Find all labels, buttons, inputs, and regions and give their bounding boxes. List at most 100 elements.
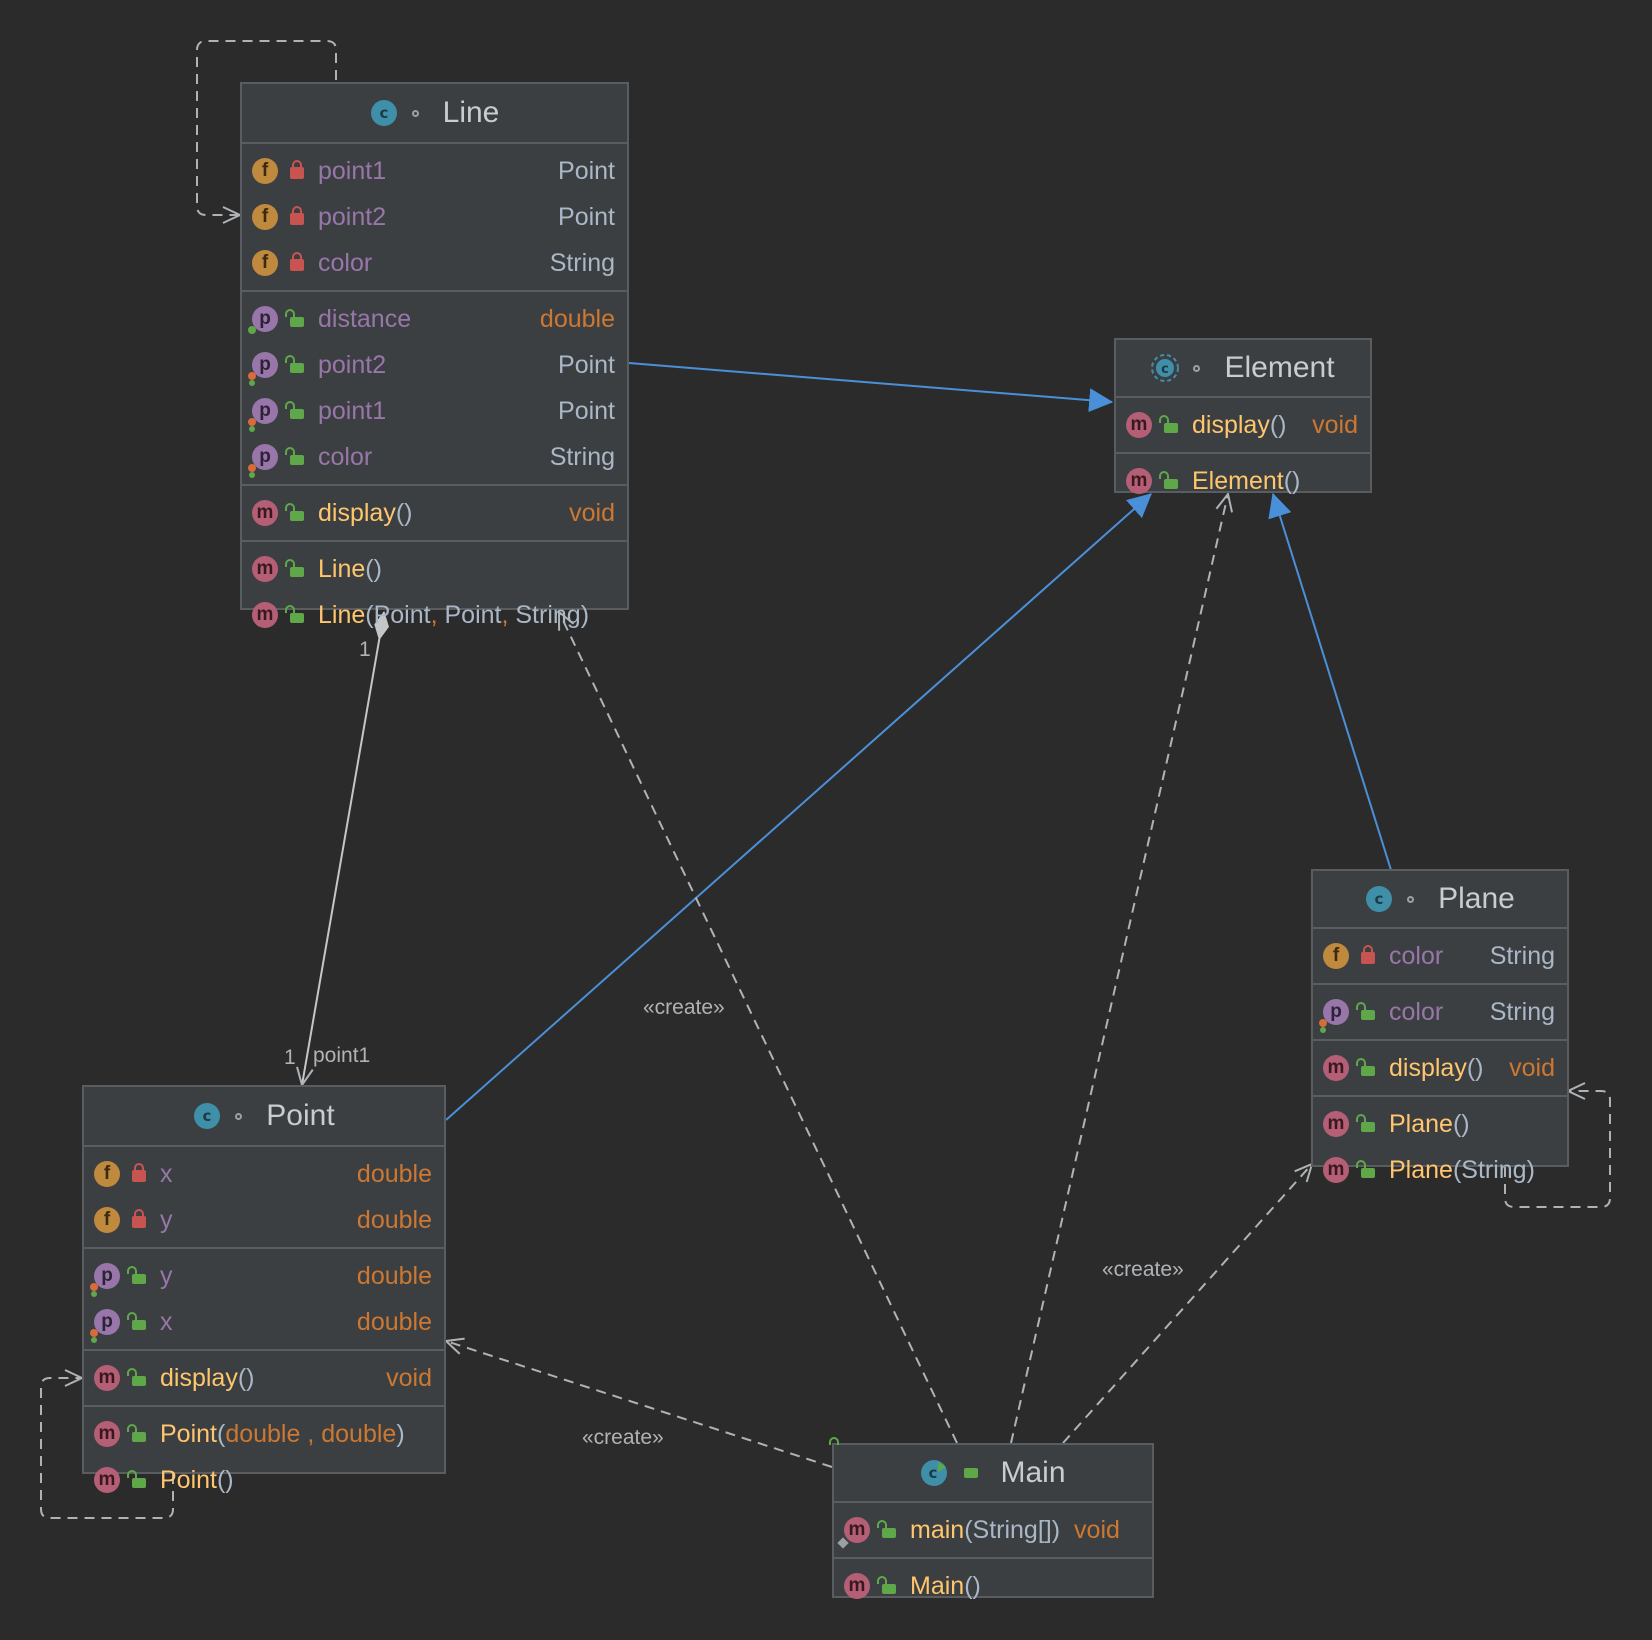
private-lock-icon: [132, 1209, 146, 1228]
public-unlock-icon: [285, 605, 304, 623]
property-row[interactable]: p color String: [1313, 989, 1567, 1035]
property-icon: p: [90, 1309, 120, 1337]
public-unlock-icon: [1159, 415, 1178, 433]
field-icon: f: [252, 204, 278, 230]
methods-section: m display() void: [1313, 1041, 1567, 1097]
member-name: Element(): [1192, 466, 1301, 495]
svg-text:c: c: [929, 1464, 938, 1482]
class-header[interactable]: c Main: [834, 1445, 1152, 1503]
member-type: void: [1074, 1515, 1120, 1544]
main-creates-plane-edge: [1062, 1164, 1312, 1444]
property-row[interactable]: p distance double: [242, 296, 627, 342]
constructor-row[interactable]: m Main(): [834, 1563, 1152, 1609]
private-lock-icon: [1361, 945, 1375, 964]
method-row[interactable]: m display() void: [84, 1355, 444, 1401]
runnable-class-icon: c: [921, 1460, 948, 1486]
member-type: Point: [558, 202, 615, 231]
member-name: color: [318, 248, 373, 277]
role-label: point1: [313, 1044, 371, 1067]
property-row[interactable]: p x double: [84, 1299, 444, 1345]
fields-section: f x double f y double: [84, 1147, 444, 1249]
class-header[interactable]: c Element: [1116, 340, 1370, 398]
member-name: display(): [1389, 1053, 1484, 1082]
field-row[interactable]: f y double: [84, 1197, 444, 1243]
class-header[interactable]: c Line: [242, 84, 627, 144]
member-name: Plane(): [1389, 1109, 1470, 1138]
create-label-plane: «create»: [1102, 1258, 1184, 1281]
class-main[interactable]: c Main m main(String[]) void m Main(): [832, 1443, 1154, 1600]
member-name: Line(): [318, 554, 382, 583]
field-row[interactable]: f point2 Point: [242, 194, 627, 240]
member-name: y: [160, 1261, 173, 1290]
main-depends-element-edge: [1010, 494, 1228, 1444]
member-name: point1: [318, 156, 387, 185]
member-type: void: [569, 498, 615, 527]
field-row[interactable]: f point1 Point: [242, 148, 627, 194]
methods-section: m display() void: [1116, 398, 1370, 454]
public-unlock-icon: [127, 1312, 146, 1330]
class-icon: c: [1366, 886, 1393, 912]
property-icon: p: [90, 1263, 120, 1291]
class-plane[interactable]: c Plane f color String p color String m …: [1311, 869, 1569, 1184]
constructor-row[interactable]: m Line(Point, Point, String): [242, 592, 627, 638]
main-creates-line-edge: [559, 612, 958, 1444]
constructor-row[interactable]: m Element(): [1116, 458, 1370, 504]
svg-text:c: c: [1375, 890, 1384, 908]
constructors-section: m Main(): [834, 1559, 1152, 1613]
public-unlock-icon: [285, 401, 304, 419]
member-name: main(String[]): [910, 1515, 1061, 1544]
member-type: void: [1509, 1053, 1555, 1082]
field-row[interactable]: f color String: [1313, 933, 1567, 979]
svg-text:c: c: [1162, 362, 1170, 377]
method-row[interactable]: m display() void: [242, 490, 627, 536]
member-type: double: [356, 1205, 432, 1234]
method-row[interactable]: m main(String[]) void: [834, 1507, 1152, 1553]
member-name: Plane(String): [1389, 1155, 1535, 1184]
plane-self-loop-edge: [1504, 1091, 1611, 1208]
field-row[interactable]: f color String: [242, 240, 627, 286]
public-unlock-icon: [127, 1424, 146, 1442]
properties-section: p y double p x double: [84, 1249, 444, 1351]
property-icon: p: [248, 352, 278, 380]
public-unlock-icon: [127, 1470, 146, 1488]
member-name: Main(): [910, 1571, 981, 1600]
member-name: point2: [318, 202, 387, 231]
member-name: display(): [318, 498, 413, 527]
property-row[interactable]: p point2 Point: [242, 342, 627, 388]
class-header[interactable]: c Plane: [1313, 871, 1567, 929]
property-row[interactable]: p point1 Point: [242, 388, 627, 434]
class-name: Main: [1000, 1456, 1066, 1489]
methods-section: m main(String[]) void: [834, 1503, 1152, 1559]
property-icon: p: [248, 444, 278, 472]
public-unlock-icon: [1159, 471, 1178, 489]
constructor-row[interactable]: m Plane(String): [1313, 1147, 1567, 1193]
constructor-row[interactable]: m Plane(): [1313, 1101, 1567, 1147]
svg-text:c: c: [379, 104, 388, 122]
method-row[interactable]: m display() void: [1116, 402, 1370, 448]
method-icon: m: [1323, 1111, 1349, 1137]
class-line[interactable]: c Line f point1 Point f point2 Point f c…: [240, 82, 629, 629]
member-name: point1: [318, 396, 387, 425]
method-icon: m: [94, 1467, 120, 1493]
line-extends-element-edge: [628, 362, 1114, 413]
class-point[interactable]: c Point f x double f y double p y double…: [82, 1085, 446, 1494]
constructors-section: m Point(double , double) m Point(): [84, 1407, 444, 1507]
property-row[interactable]: p color String: [242, 434, 627, 480]
private-lock-icon: [290, 160, 304, 179]
constructor-row[interactable]: m Point(): [84, 1457, 444, 1503]
constructor-row[interactable]: m Line(): [242, 546, 627, 592]
create-label-line: «create»: [643, 996, 725, 1019]
class-element[interactable]: c Element m display() void m Element(): [1114, 338, 1372, 495]
class-header[interactable]: c Point: [84, 1087, 444, 1147]
member-name: Point(double , double): [160, 1419, 405, 1448]
properties-section: p distance double p point2 Point p point…: [242, 292, 627, 486]
public-unlock-icon: [285, 503, 304, 521]
constructor-row[interactable]: m Point(double , double): [84, 1411, 444, 1457]
method-icon: m: [252, 556, 278, 582]
property-row[interactable]: p y double: [84, 1253, 444, 1299]
member-type: void: [386, 1363, 432, 1392]
field-row[interactable]: f x double: [84, 1151, 444, 1197]
method-row[interactable]: m display() void: [1313, 1045, 1567, 1091]
member-name: Line(Point, Point, String): [318, 600, 590, 629]
private-lock-icon: [290, 206, 304, 225]
